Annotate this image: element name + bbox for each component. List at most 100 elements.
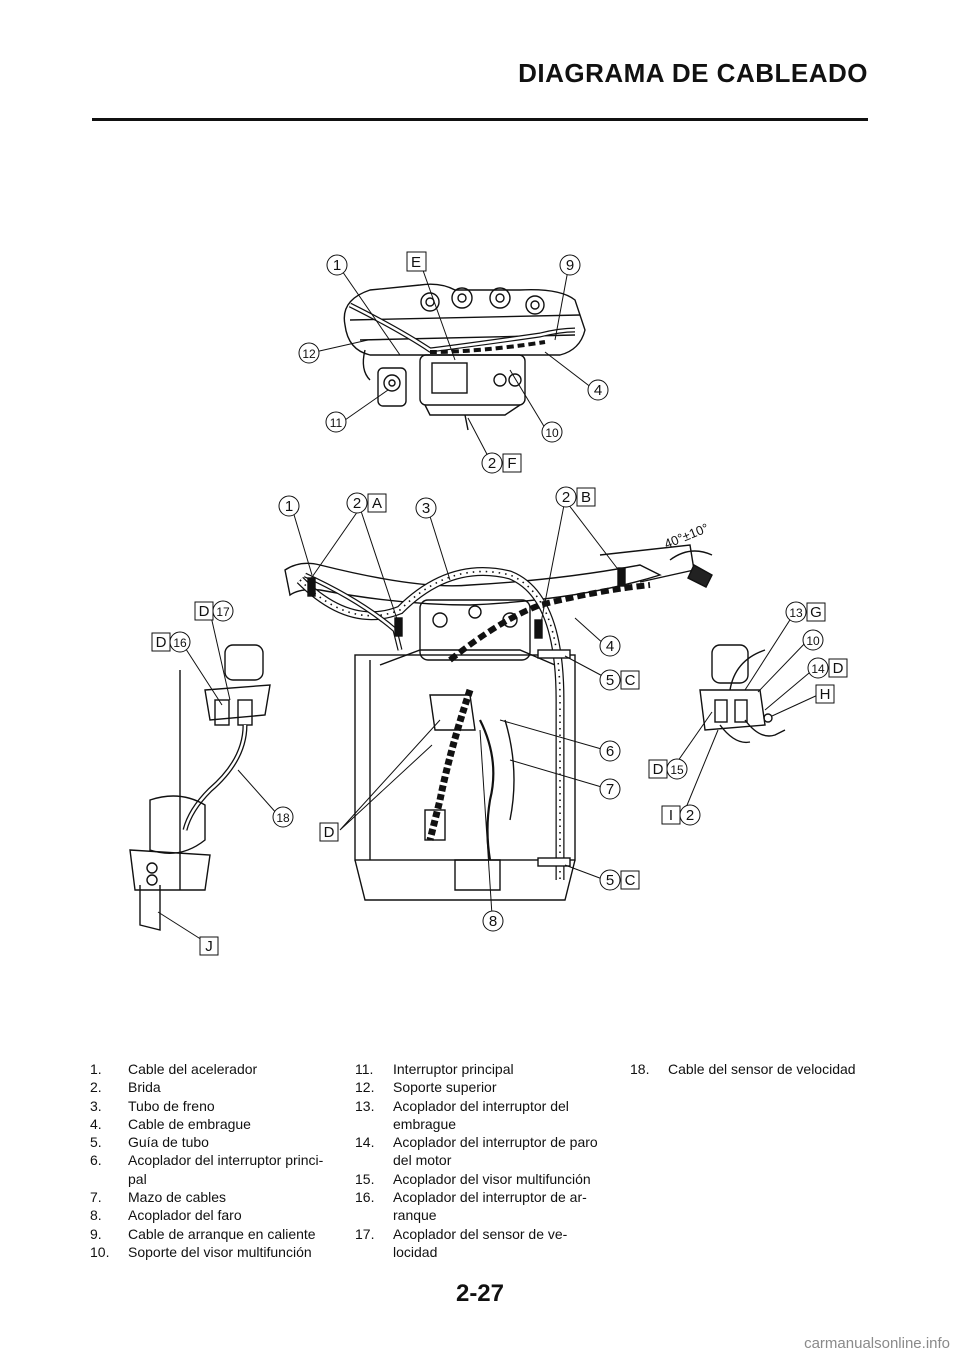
callout-letter-h: H [815,684,835,704]
svg-text:1: 1 [333,257,341,274]
legend-item: 17.Acoplador del sensor de ve-locidad [355,1225,568,1260]
svg-text:D: D [653,761,664,778]
svg-text:G: G [810,604,822,621]
callout-18: 18 [272,806,294,828]
legend-column-3: 18.Cable del sensor de velocidad [630,1060,875,1078]
legend-item: 6.Acoplador del interruptor princi-pal [90,1152,324,1187]
svg-text:6: 6 [606,743,614,760]
page-title: DIAGRAMA DE CABLEADO [518,58,868,88]
svg-text:5: 5 [606,672,614,689]
legend-item: 12.Soporte superior [355,1079,497,1096]
legend-item: 13.Acoplador del interruptor del embragu… [355,1097,569,1132]
legend-item: 16.Acoplador del interruptor de ar-ranqu… [355,1189,587,1224]
svg-text:D: D [324,824,335,841]
svg-text:13: 13 [789,606,803,620]
callout-14-d: 14 D [807,657,848,679]
svg-text:11: 11 [330,416,343,430]
svg-text:H: H [820,686,831,703]
legend-item: 15.Acoplador del visor multifunción [355,1170,591,1187]
callout-10-top: 10 [541,421,563,443]
callout-2-f: 2 F [481,452,522,474]
svg-text:2: 2 [353,495,361,512]
callout-3: 3 [415,497,437,519]
svg-text:C: C [625,872,636,889]
callout-letter-e: E [406,251,427,272]
callout-12: 12 [298,342,320,364]
svg-text:C: C [625,672,636,689]
svg-text:2: 2 [488,455,496,472]
legend-item: 1.Cable del acelerador [90,1061,258,1077]
svg-text:15: 15 [670,763,684,777]
right-detail-drawing [699,644,786,744]
svg-text:18: 18 [276,811,290,825]
callout-15-d: D 15 [648,758,688,780]
legend-item: 18.Cable del sensor de velocidad [630,1061,856,1077]
callout-6: 6 [599,740,621,762]
svg-text:12: 12 [302,347,316,361]
wiring-diagram-figure: 1 E 9 12 4 11 10 2 F 1 2 A 3 2 B 40°±10°… [129,251,848,956]
top-detail-drawing [343,283,586,431]
callout-letter-j: J [199,936,219,956]
svg-text:9: 9 [566,257,574,274]
legend-item: 5.Guía de tubo [90,1134,209,1151]
callout-9: 9 [559,254,581,276]
svg-text:D: D [199,603,210,620]
callout-5-c-upper: 5 C [599,669,640,691]
callout-2-a: 2 A [346,492,387,514]
callout-d-17: D 17 [194,600,234,622]
svg-text:4: 4 [606,638,614,655]
page-number: 2-27 [455,1280,505,1307]
callout-11: 11 [325,411,347,433]
legend-item: 9.Cable de arranque en caliente [90,1225,316,1242]
svg-text:10: 10 [806,634,820,648]
title-divider [92,118,868,121]
angle-label: 40°±10° [662,520,711,551]
svg-text:D: D [156,634,167,651]
svg-text:14: 14 [811,662,825,676]
callout-1-main: 1 [278,495,300,517]
svg-text:10: 10 [545,426,559,440]
legend-item: 4.Cable de embrague [90,1115,251,1132]
legend-column-2: 11.Interruptor principal 12.Soporte supe… [355,1060,610,1261]
svg-text:D: D [833,660,844,677]
svg-text:4: 4 [594,382,602,399]
svg-text:1: 1 [285,498,293,515]
legend-item: 8.Acoplador del faro [90,1207,242,1224]
svg-text:F: F [507,455,516,472]
callout-10-right: 10 [802,629,824,651]
svg-text:2: 2 [686,807,694,824]
callout-5-c-lower: 5 C [599,869,640,891]
callout-i-2: I 2 [661,804,701,826]
svg-text:8: 8 [489,913,497,930]
svg-text:A: A [372,495,382,512]
left-detail-drawing [129,644,271,931]
svg-text:B: B [581,489,591,506]
callout-13-g: 13 G [785,601,826,623]
svg-text:E: E [411,254,421,271]
watermark: carmanualsonline.info [804,1335,950,1352]
svg-text:5: 5 [606,872,614,889]
main-front-view-drawing [284,544,713,901]
svg-text:3: 3 [422,500,430,517]
legend-item: 11.Interruptor principal [355,1061,514,1077]
callout-8: 8 [482,910,504,932]
legend-item: 3.Tubo de freno [90,1097,215,1114]
svg-text:17: 17 [216,605,230,619]
svg-text:16: 16 [173,636,187,650]
legend-item: 7.Mazo de cables [90,1189,227,1206]
callout-4-main: 4 [599,635,621,657]
callout-d-16: D 16 [151,631,191,653]
legend-item: 10.Soporte del visor multifunción [90,1243,312,1260]
svg-text:7: 7 [606,781,614,798]
svg-text:I: I [669,807,673,824]
svg-text:J: J [205,938,213,955]
leader-lines [157,261,821,946]
callout-4-top: 4 [587,379,609,401]
callout-2-b: 2 B [555,486,596,508]
legend-item: 14.Acoplador del interruptor de paro del… [355,1134,598,1169]
legend-item: 2.Brida [90,1079,161,1096]
svg-text:40°±10°: 40°±10° [662,520,711,551]
callout-1-top: 1 [326,254,348,276]
callout-7: 7 [599,778,621,800]
legend-column-1: 1.Cable del acelerador 2.Brida 3.Tubo de… [90,1060,335,1261]
